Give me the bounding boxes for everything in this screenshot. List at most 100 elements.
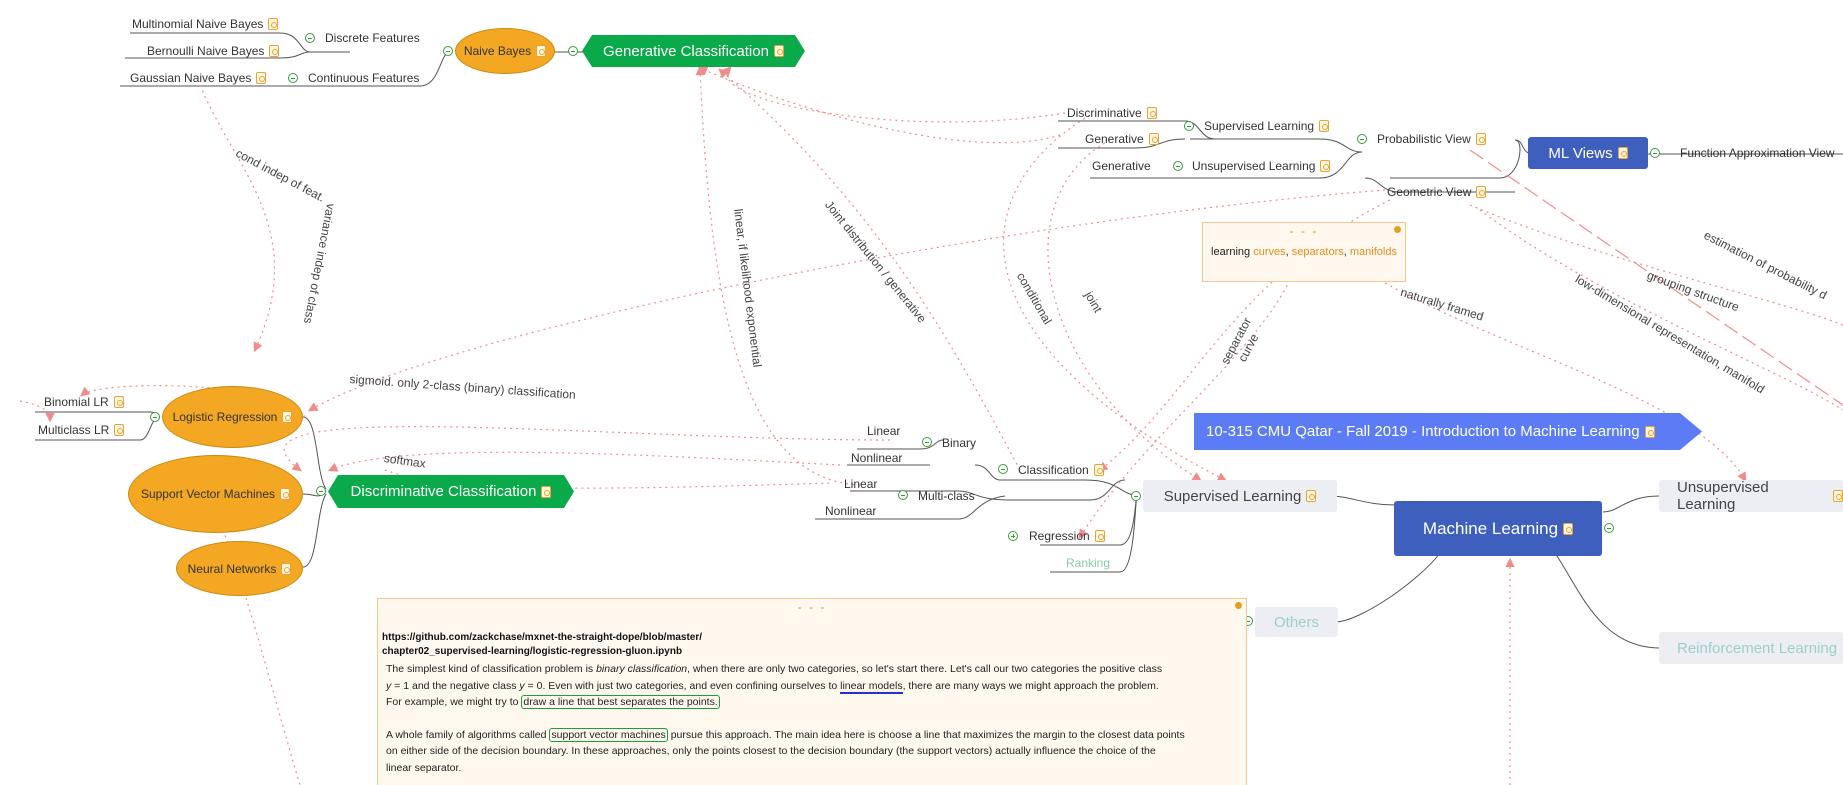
naive-bayes-node[interactable]: Naive Bayes <box>455 28 555 74</box>
unsupervised-learning-node[interactable]: Unsupervised Learning <box>1659 479 1843 513</box>
function-approx-node[interactable]: Function Approximation View <box>1678 146 1837 160</box>
note-icon[interactable] <box>536 45 547 57</box>
curves-link[interactable]: curves <box>1253 246 1286 258</box>
note-icon[interactable] <box>1094 530 1105 542</box>
note-icon[interactable] <box>1320 160 1331 172</box>
note-icon[interactable] <box>1617 147 1628 159</box>
tree-line <box>1329 495 1396 506</box>
regression-label: Regression <box>1029 529 1090 543</box>
note-icon[interactable] <box>113 396 124 408</box>
reinforcement-learning-node[interactable]: Reinforcement Learning <box>1659 632 1843 664</box>
collapse-icon[interactable] <box>1184 121 1194 131</box>
relation-line <box>1469 149 1843 406</box>
note-icon[interactable] <box>1093 464 1104 476</box>
collapse-icon[interactable] <box>922 437 932 447</box>
nonlinear-binary-node[interactable]: Nonlinear <box>849 451 904 465</box>
note-icon[interactable] <box>1306 490 1317 502</box>
collapse-icon[interactable] <box>1131 491 1141 501</box>
generative-unsup-node[interactable]: Generative <box>1090 159 1153 173</box>
collapse-icon[interactable] <box>1173 161 1183 171</box>
collapse-icon[interactable] <box>288 73 298 83</box>
continuous-features-node[interactable]: Continuous Features <box>306 71 421 85</box>
note-icon[interactable] <box>1833 490 1843 502</box>
discriminative-classification-node[interactable]: Discriminative Classification <box>328 475 574 508</box>
relation-line <box>19 400 55 423</box>
neural-networks-node[interactable]: Neural Networks <box>176 541 303 596</box>
relation-line <box>199 84 275 353</box>
collapse-icon[interactable] <box>316 486 326 496</box>
discriminative-node[interactable]: Discriminative <box>1065 106 1159 120</box>
pin-icon[interactable] <box>1235 602 1242 609</box>
note-icon[interactable] <box>1476 186 1487 198</box>
supervised-learning-node[interactable]: Supervised Learning <box>1143 480 1337 512</box>
notes-line: y = 1 and the negative class y = 0. Even… <box>386 678 1238 695</box>
ml-views-node[interactable]: ML Views <box>1528 137 1648 169</box>
collapse-icon[interactable] <box>998 464 1008 474</box>
note-icon[interactable] <box>1475 133 1486 145</box>
linear-multiclass-node[interactable]: Linear <box>842 477 879 491</box>
gaussian-nb-node[interactable]: Gaussian Naive Bayes <box>128 71 268 85</box>
collapse-icon[interactable] <box>150 412 160 422</box>
tree-line <box>815 495 1006 520</box>
separators-link[interactable]: separators <box>1291 246 1344 258</box>
collapse-icon[interactable] <box>305 33 315 43</box>
collapse-icon[interactable] <box>898 490 908 500</box>
discrete-features-node[interactable]: Discrete Features <box>323 31 422 45</box>
note-icon[interactable] <box>541 486 551 498</box>
tree-line <box>1334 552 1441 623</box>
multiclass-lr-node[interactable]: Multiclass LR <box>36 423 126 437</box>
geometric-view-node[interactable]: Geometric View <box>1385 185 1488 199</box>
note-icon[interactable] <box>1148 133 1159 145</box>
nonlinear-multiclass-node[interactable]: Nonlinear <box>823 504 878 518</box>
logistic-regression-node[interactable]: Logistic Regression <box>162 386 303 448</box>
unsupervised-learning-label: Unsupervised Learning <box>1677 479 1769 513</box>
collapse-icon[interactable] <box>1357 134 1367 144</box>
note-icon[interactable] <box>774 45 784 57</box>
note-icon[interactable] <box>269 45 280 57</box>
regression-node[interactable]: Regression <box>1027 529 1107 543</box>
learning-note-callout[interactable]: - - - learning curves, separators, manif… <box>1202 222 1406 282</box>
manifolds-link[interactable]: manifolds <box>1349 246 1397 258</box>
note-icon[interactable] <box>268 18 279 30</box>
collapse-icon[interactable] <box>443 46 453 56</box>
bernoulli-nb-label: Bernoulli Naive Bayes <box>147 44 265 58</box>
note-icon[interactable] <box>256 72 267 84</box>
note-icon[interactable] <box>1563 522 1574 535</box>
linear-binary-node[interactable]: Linear <box>865 424 902 438</box>
bernoulli-nb-node[interactable]: Bernoulli Naive Bayes <box>145 44 281 58</box>
tree-line <box>1364 177 1515 193</box>
collapse-icon[interactable] <box>568 46 578 56</box>
notes-url-line1[interactable]: https://github.com/zackchase/mxnet-the-s… <box>382 632 703 643</box>
collapse-icon[interactable] <box>1650 148 1660 158</box>
probabilistic-view-node[interactable]: Probabilistic View <box>1375 132 1488 146</box>
generative-classification-node[interactable]: Generative Classification <box>582 35 805 67</box>
multinomial-nb-node[interactable]: Multinomial Naive Bayes <box>130 17 280 31</box>
text-run: . Even with just two categories, and eve… <box>542 679 841 692</box>
notes-url-line2[interactable]: chapter02_supervised-learning/logistic-r… <box>382 646 683 657</box>
multiclass-node[interactable]: Multi-class <box>916 489 977 503</box>
classification-node[interactable]: Classification <box>1016 463 1106 477</box>
machine-learning-node[interactable]: Machine Learning <box>1394 501 1602 556</box>
note-icon[interactable] <box>114 424 125 436</box>
note-icon[interactable] <box>281 562 292 575</box>
collapse-icon[interactable] <box>1604 523 1614 533</box>
course-title-banner[interactable]: 10-315 CMU Qatar - Fall 2019 - Introduct… <box>1194 413 1702 450</box>
binomial-lr-node[interactable]: Binomial LR <box>42 395 126 409</box>
note-icon[interactable] <box>1645 426 1655 438</box>
note-icon[interactable] <box>1146 107 1157 119</box>
multinomial-nb-label: Multinomial Naive Bayes <box>132 17 264 31</box>
note-icon[interactable] <box>280 488 291 500</box>
supervised-view-node[interactable]: Supervised Learning <box>1202 119 1331 133</box>
ranking-node[interactable]: Ranking <box>1064 556 1112 570</box>
note-icon[interactable] <box>1319 120 1330 132</box>
pin-icon[interactable] <box>1394 226 1401 233</box>
unsupervised-view-node[interactable]: Unsupervised Learning <box>1190 159 1332 173</box>
svm-node[interactable]: Support Vector Machines <box>128 455 303 533</box>
notes-callout[interactable]: - - - https://github.com/zackchase/mxnet… <box>377 598 1247 785</box>
expand-icon[interactable] <box>1008 531 1018 541</box>
others-node[interactable]: Others <box>1255 607 1338 637</box>
binary-node[interactable]: Binary <box>940 436 978 450</box>
generative-node[interactable]: Generative <box>1083 132 1161 146</box>
note-icon[interactable] <box>282 411 293 423</box>
